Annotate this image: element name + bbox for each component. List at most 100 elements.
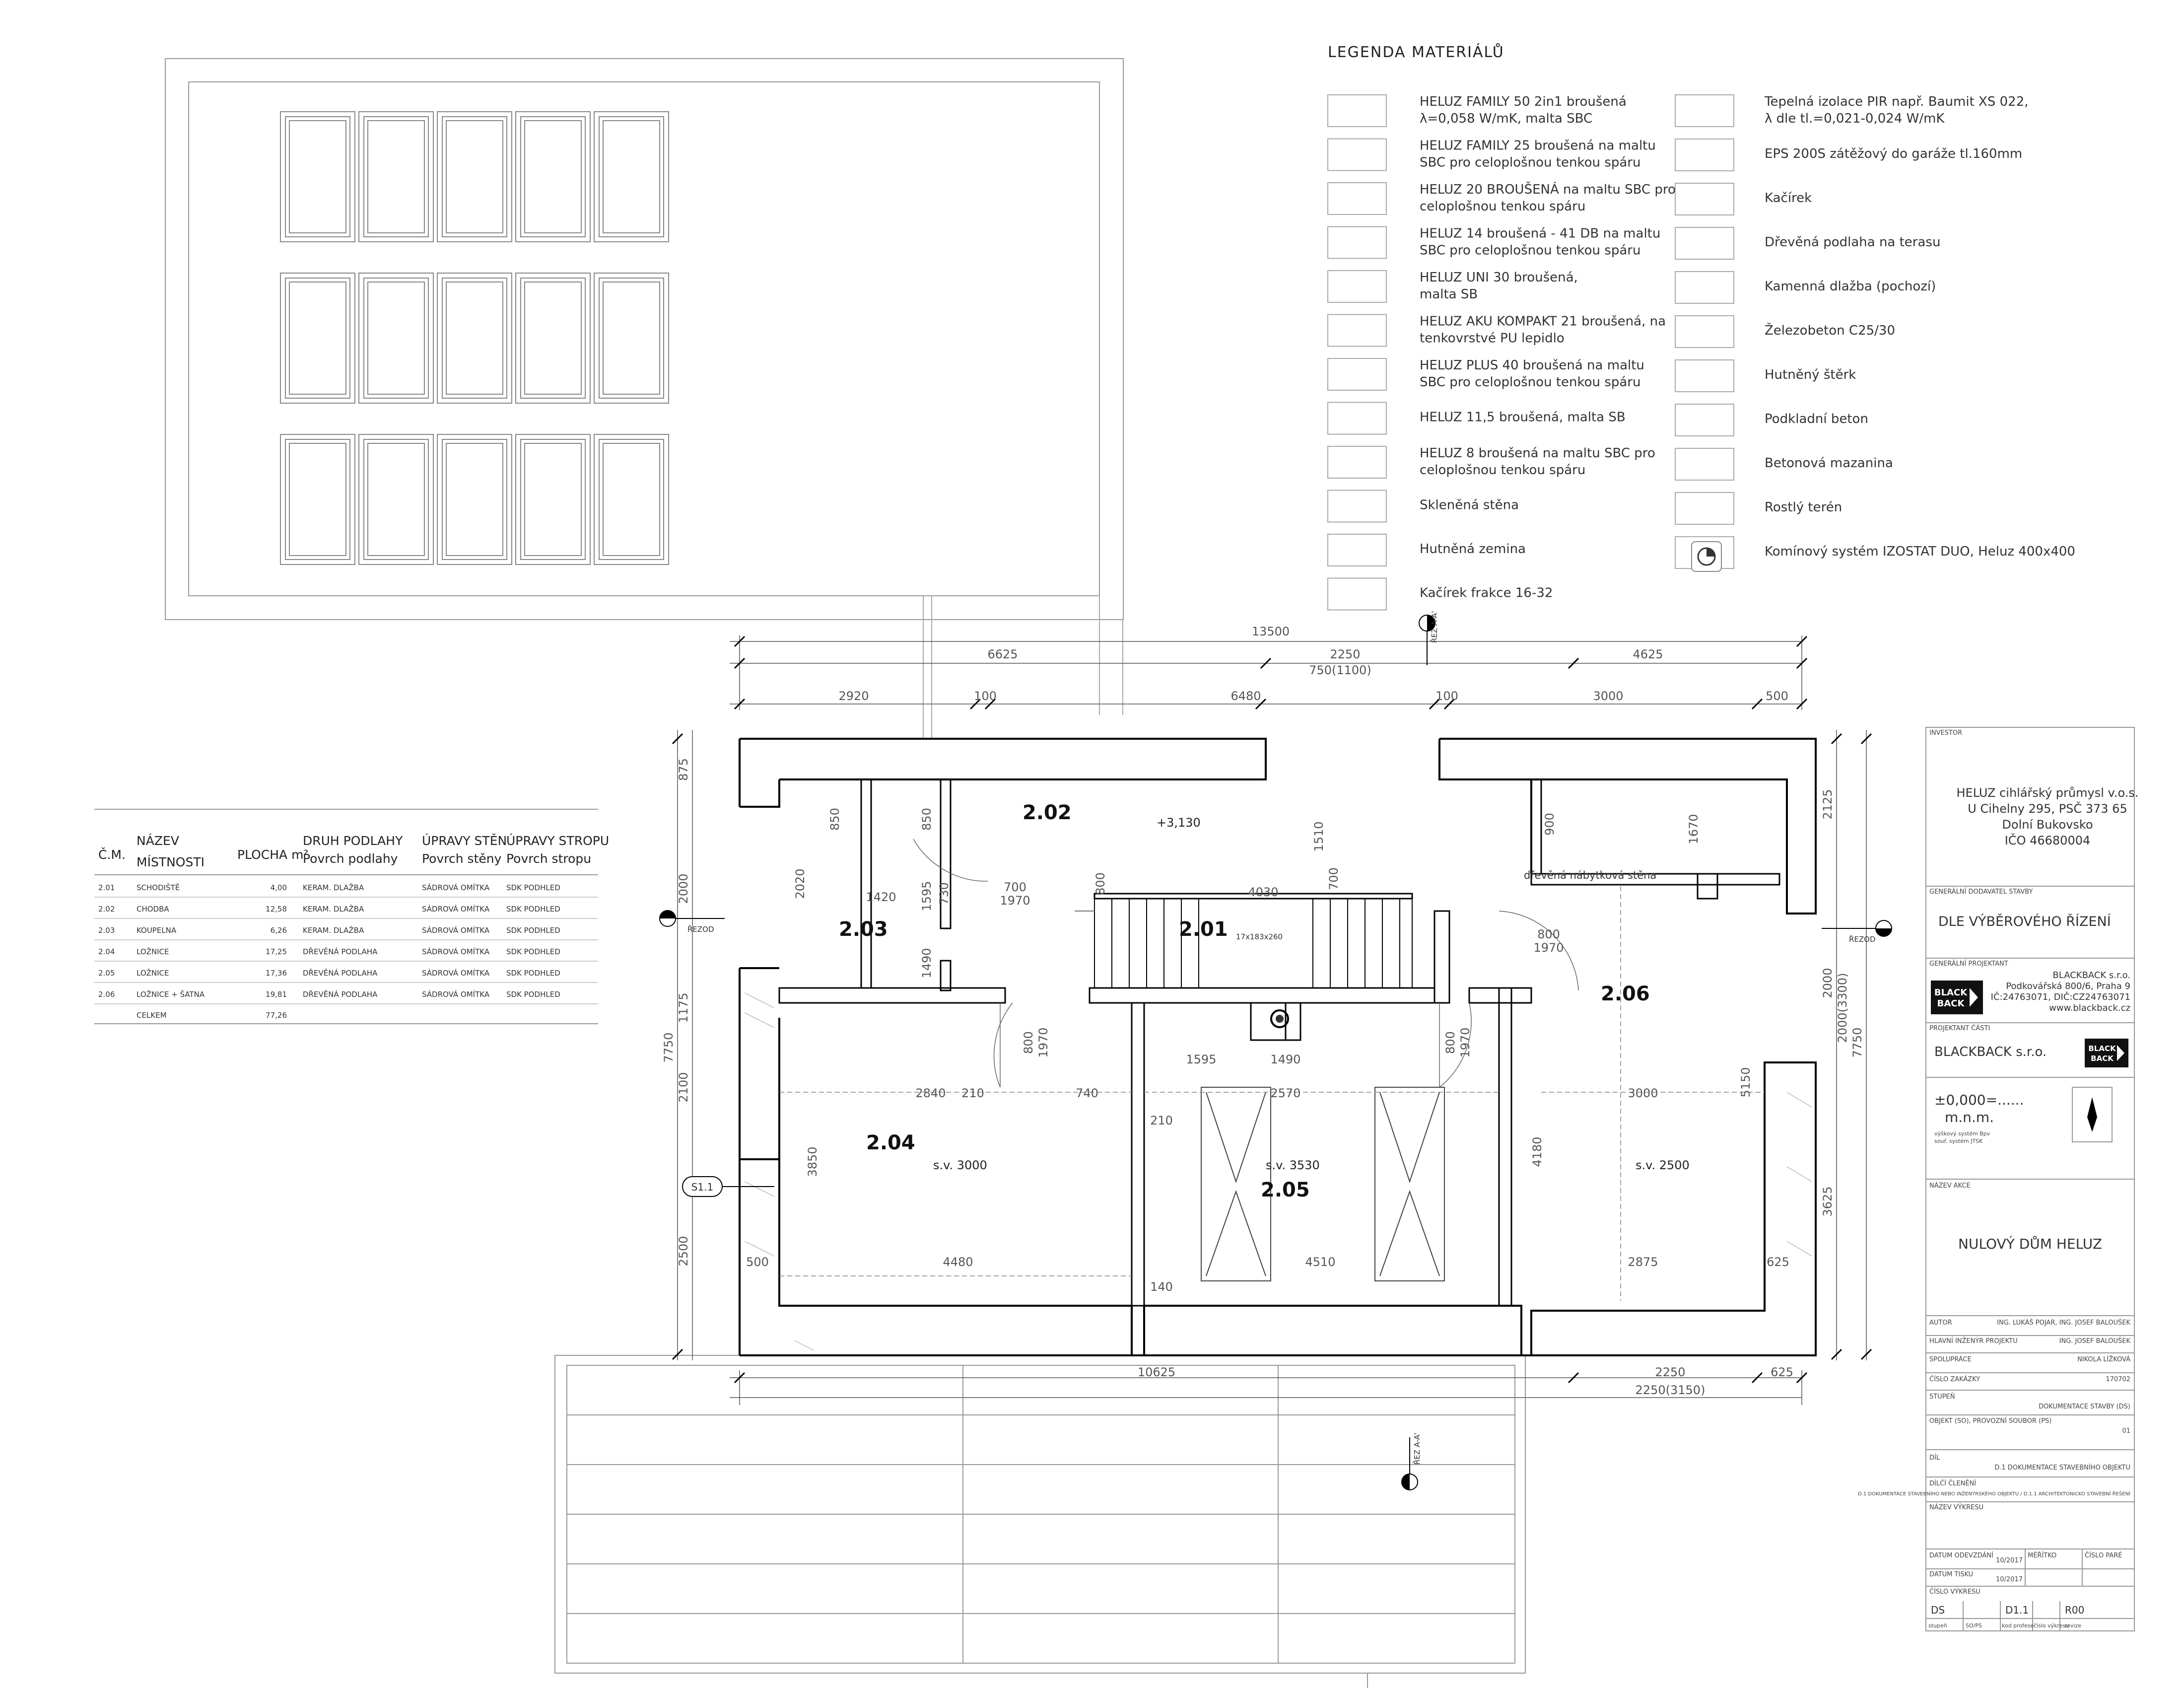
tb-row-value: NIKOLA LÍŽKOVÁ	[2077, 1355, 2130, 1363]
roof-outline	[165, 58, 1124, 620]
tb-investor-3: Dolní Bukovsko	[2002, 818, 2093, 832]
door-height: 1970	[1458, 1027, 1472, 1057]
door-width: 800	[1443, 1031, 1457, 1054]
dim-row3-5: 3000	[1593, 689, 1623, 703]
legend-label: HELUZ AKU KOMPAKT 21 broušená, na	[1420, 314, 1666, 329]
table-cell: 2.02	[98, 905, 115, 914]
tb-investor-2: U Cihelny 295, PSČ 373 65	[1968, 801, 2127, 816]
inner-dim: 4030	[1248, 885, 1278, 899]
tb-date-issued: 10/2017	[1996, 1557, 2023, 1564]
table-cell: KERAM. DLAŽBA	[303, 904, 364, 914]
solar-panel	[515, 111, 591, 242]
legend-label: Skleněná stěna	[1420, 498, 1519, 513]
legend-swatch	[1675, 315, 1734, 348]
legend-label-2: λ dle tl.=0,021-0,024 W/mK	[1765, 111, 1945, 126]
inner-dim: 900	[1543, 813, 1557, 836]
solar-panel	[280, 111, 355, 242]
legend-label: Tepelná izolace PIR např. Baumit XS 022,	[1764, 94, 2029, 109]
table-cell: SÁDROVÁ OMÍTKA	[422, 989, 490, 999]
inner-dim: 850	[920, 808, 934, 831]
inner-dim: 500	[746, 1255, 769, 1269]
tb-designer-4: www.blackback.cz	[2049, 1003, 2130, 1013]
legend-swatch	[1327, 534, 1387, 566]
table-total-label: CELKEM	[136, 1011, 167, 1020]
solar-panel	[515, 434, 591, 565]
room-sv-2-05: s.v. 3530	[1266, 1158, 1320, 1172]
legend-label: HELUZ PLUS 40 broušená na maltu	[1420, 358, 1644, 373]
legend-label-2: celoplošnou tenkou spáru	[1420, 199, 1585, 214]
legend-swatch	[1327, 94, 1387, 127]
tb-row-key: DÍL	[1929, 1454, 1940, 1462]
inner-dim: 1670	[1687, 814, 1701, 844]
table-cell: DŘEVĚNÁ PODLAHA	[303, 989, 378, 999]
table-cell: SDK PODHLED	[506, 905, 560, 914]
legend-swatch	[1327, 446, 1387, 479]
legend-label-2: malta SB	[1420, 287, 1478, 302]
inner-dim: 1490	[920, 948, 934, 978]
dim-right-5: 2000(3300)	[1836, 973, 1849, 1043]
legend-label: EPS 200S zátěžový do garáže tl.160mm	[1765, 146, 2022, 161]
table-cell: 4,00	[271, 883, 287, 892]
legend-label: Betonová mazanina	[1765, 456, 1893, 471]
table-cell: 12,58	[266, 905, 287, 914]
dim-left-4: 2100	[677, 1072, 690, 1102]
inner-dim: 700	[1327, 867, 1341, 890]
legend-swatch	[1327, 577, 1387, 611]
tb-mnm: m.n.m.	[1945, 1109, 1994, 1125]
table-cell: 2.06	[98, 990, 115, 999]
room-labels: 2.02 2.03 2.01 2.06 2.04 2.05 s.v. 3000 …	[839, 801, 1690, 1201]
tb-code-rev: R00	[2065, 1604, 2084, 1616]
section-marker-left: ŘEZOD	[659, 910, 725, 934]
legend-swatch	[1327, 226, 1387, 259]
dim-row3-3: 6480	[1230, 689, 1261, 703]
dim-left-3: 1175	[677, 992, 690, 1023]
legend-label: HELUZ UNI 30 broušená,	[1420, 270, 1578, 285]
dashed-lines	[779, 886, 1765, 1301]
section-label-right: ŘEZOD	[1849, 934, 1876, 944]
room-label-2-01: 2.01	[1179, 918, 1228, 941]
legend-label: HELUZ 8 broušená na maltu SBC pro	[1420, 446, 1655, 461]
door-height: 1970	[1000, 894, 1030, 908]
dim-top-2: 2250	[1330, 647, 1360, 661]
legend-label: Komínový systém IZOSTAT DUO, Heluz 400x4…	[1765, 544, 2075, 559]
legend-swatch	[1327, 182, 1387, 215]
table-header-name-2: MÍSTNOSTI	[136, 855, 205, 869]
room-label-2-05: 2.05	[1261, 1179, 1310, 1201]
tb-row-key: STUPEŇ	[1929, 1393, 1955, 1401]
inner-dim: 1510	[1312, 821, 1326, 851]
legend-label: HELUZ 14 broušená - 41 DB na maltu	[1420, 226, 1660, 241]
tb-date-issued-label: DATUM ODEVZDÁNÍ	[1929, 1551, 1993, 1559]
inner-dim: 210	[1150, 1114, 1173, 1127]
wall-hatching	[744, 992, 1812, 1351]
dim-top-2b: 750(1100)	[1309, 663, 1371, 677]
inner-dim: 3000	[1628, 1086, 1658, 1100]
dim-right-4: 3625	[1821, 1186, 1835, 1216]
tb-supplier-label: GENERÁLNÍ DODAVATEL STAVBY	[1929, 888, 2033, 896]
solar-panels	[280, 111, 669, 565]
title-block-text: INVESTOR HELUZ cihlářský průmysl v.o.s. …	[1858, 729, 2139, 1629]
legend-right-column: Tepelná izolace PIR např. Baumit XS 022,…	[1675, 94, 2075, 572]
dims-left: 875 2000 1175 2100 3850 2500 7750	[662, 758, 819, 1266]
inner-dim: 1595	[920, 881, 934, 911]
inner-dim: 1420	[866, 890, 896, 904]
legend-swatch	[1327, 402, 1387, 435]
table-cell: 19,81	[266, 990, 287, 999]
legend-title: LEGENDA MATERIÁLŮ	[1328, 43, 1504, 61]
logo-line-1: BLACK	[1934, 987, 1968, 998]
inner-dim: 850	[828, 808, 842, 831]
room-sv-2-04: s.v. 3000	[933, 1158, 987, 1172]
roof-lines	[923, 596, 1123, 740]
dim-bottom-4: 2250(3150)	[1636, 1383, 1706, 1397]
blackback-logo: BLACK BACK	[1931, 981, 1983, 1014]
logo-small-1: BLACK	[2088, 1044, 2116, 1053]
tb-row-key: NÁZEV VÝKRESU	[1929, 1503, 1983, 1511]
legend-label: Kamenná dlažba (pochozí)	[1765, 279, 1936, 294]
tb-row-key: HLAVNÍ INŽENÝR PROJEKTU	[1929, 1337, 2018, 1345]
table-cell: SÁDROVÁ OMÍTKA	[422, 904, 490, 914]
legend-label-2: tenkovrstvé PU lepidlo	[1420, 331, 1565, 346]
tb-code-label-3: kod profese	[2002, 1622, 2034, 1629]
dimension-ticks	[672, 635, 1872, 1384]
legend-swatch	[1675, 271, 1734, 304]
legend-label: Železobeton C25/30	[1765, 322, 1895, 338]
